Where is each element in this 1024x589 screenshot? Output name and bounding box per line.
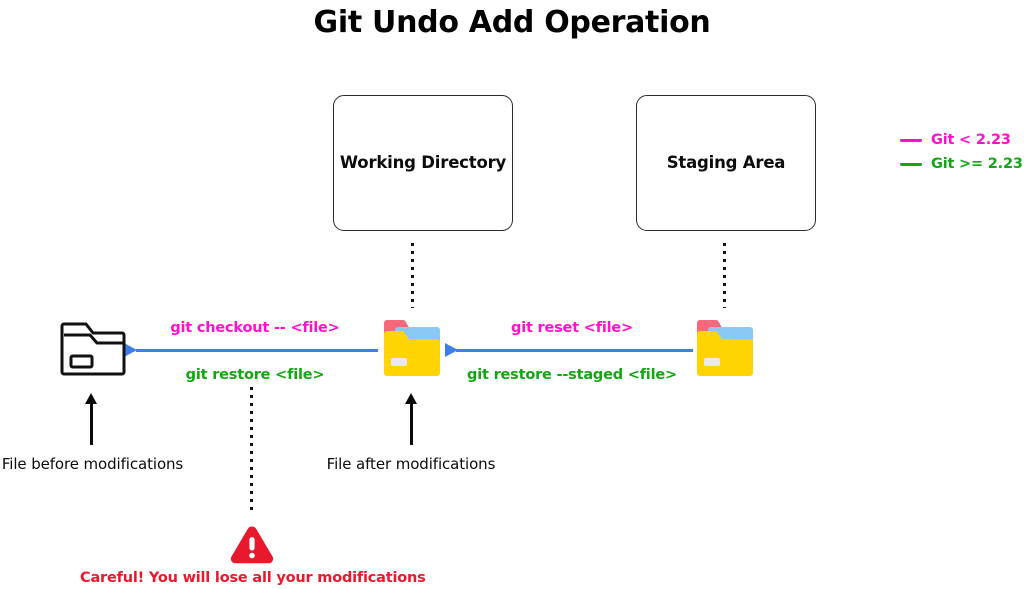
- legend-item-git-old: Git < 2.23: [900, 128, 1024, 152]
- legend: Git < 2.23 Git >= 2.23: [900, 128, 1024, 176]
- command-label-git-restore: git restore <file>: [185, 367, 325, 383]
- arrow-stem: [410, 403, 413, 445]
- arrow-stem: [90, 403, 93, 445]
- command-label-git-reset: git reset <file>: [511, 320, 633, 336]
- legend-label-git-new: Git >= 2.23: [931, 156, 1023, 172]
- arrow-head-icon: [84, 393, 97, 404]
- zone-label-working-directory: Working Directory: [339, 152, 507, 172]
- arrow-head-icon: [445, 343, 458, 357]
- arrow-head-icon: [404, 393, 417, 404]
- zone-label-staging-area: Staging Area: [666, 152, 786, 172]
- arrow-line: [456, 349, 693, 352]
- folder-color-icon-working: [381, 312, 443, 380]
- legend-dash-icon-new: [900, 162, 922, 166]
- legend-dash-icon-old: [900, 138, 922, 142]
- warning-triangle-icon: [228, 523, 276, 565]
- caption-file-before: File before modifications: [1, 455, 184, 473]
- arrow-line: [136, 349, 378, 352]
- warning-text: Careful! You will lose all your modifica…: [80, 570, 426, 586]
- dotted-connector-warning: [250, 387, 253, 512]
- caption-file-after: File after modifications: [326, 455, 496, 473]
- folder-outline-icon: [58, 310, 128, 380]
- legend-label-git-old: Git < 2.23: [931, 132, 1011, 148]
- dotted-connector-staging-area: [723, 243, 726, 308]
- legend-item-git-new: Git >= 2.23: [900, 152, 1024, 176]
- zone-box-staging-area: Staging Area: [636, 95, 816, 231]
- page-title: Git Undo Add Operation: [313, 5, 711, 40]
- command-label-git-checkout: git checkout -- <file>: [170, 320, 340, 336]
- dotted-connector-working-directory: [411, 243, 414, 308]
- folder-color-icon-staging: [694, 312, 756, 380]
- command-label-git-restore-staged: git restore --staged <file>: [467, 367, 677, 383]
- zone-box-working-directory: Working Directory: [333, 95, 513, 231]
